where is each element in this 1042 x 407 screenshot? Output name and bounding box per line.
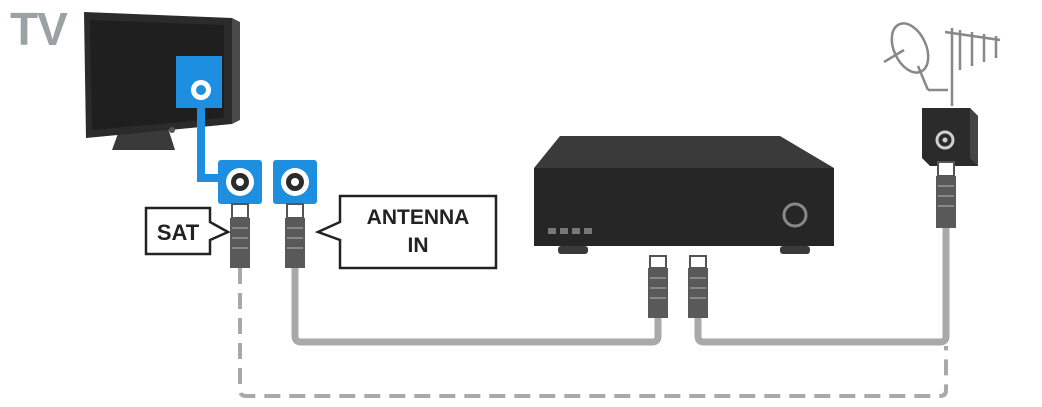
sat-connector-icon (218, 160, 262, 204)
sat-callout: SAT (144, 206, 231, 256)
sat-plug-icon (230, 203, 250, 268)
set-top-box-icon (534, 136, 834, 254)
antenna-cable (291, 268, 662, 346)
tv-icon (84, 12, 240, 150)
box-to-socket-cable (694, 228, 950, 346)
tv-cable (197, 100, 226, 182)
box-plug-right-icon (688, 255, 708, 318)
sat-cable-dashed (238, 268, 948, 398)
antenna-plug-icon (285, 203, 305, 268)
antenna-callout: ANTENNA IN (314, 194, 498, 270)
tv-antenna-icon (944, 28, 1001, 106)
tv-title: TV (10, 3, 68, 55)
antenna-label-line2: IN (408, 234, 429, 257)
satellite-dish-icon (883, 22, 948, 92)
socket-plug-icon (936, 161, 956, 228)
wall-antenna-socket-icon (922, 108, 978, 166)
sat-label: SAT (157, 220, 200, 245)
antenna-connector-icon (273, 160, 317, 204)
box-plug-left-icon (648, 255, 668, 318)
antenna-label-line1: ANTENNA (367, 206, 470, 229)
